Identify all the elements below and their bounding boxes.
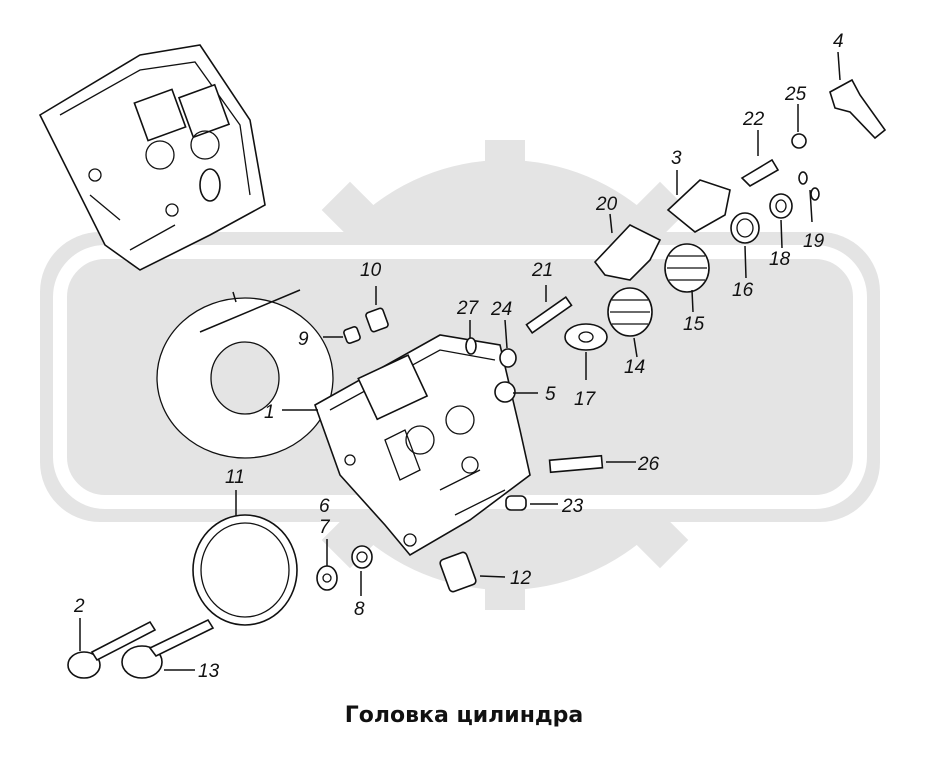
callout-4: 4 bbox=[833, 31, 844, 52]
callout-20: 20 bbox=[595, 194, 618, 215]
callout-7: 7 bbox=[319, 517, 331, 538]
callout-27: 27 bbox=[456, 298, 480, 319]
valves bbox=[67, 618, 215, 679]
callout-26: 26 bbox=[637, 454, 660, 475]
callout-12: 12 bbox=[510, 568, 532, 589]
callout-2: 2 bbox=[73, 596, 85, 617]
callout-5: 5 bbox=[545, 384, 556, 405]
cylinder-head-drawing bbox=[314, 334, 531, 557]
callout-9: 9 bbox=[298, 329, 309, 350]
assembled-head-drawing bbox=[38, 44, 266, 271]
callout-11: 11 bbox=[225, 467, 245, 488]
callout-1: 1 bbox=[264, 402, 275, 423]
gasket-disc bbox=[156, 289, 334, 459]
small-parts bbox=[316, 78, 887, 593]
callout-21: 21 bbox=[531, 260, 553, 281]
diagram-caption: Головка цилиндра bbox=[344, 703, 584, 728]
callout-18: 18 bbox=[769, 249, 791, 270]
callout-22: 22 bbox=[742, 109, 765, 130]
callout-19: 19 bbox=[803, 231, 825, 252]
callout-14: 14 bbox=[624, 357, 645, 378]
callout-10: 10 bbox=[360, 260, 382, 281]
leader-lines bbox=[79, 51, 841, 671]
callouts: 1 2 3 4 5 6 7 8 9 10 11 12 13 14 15 16 1… bbox=[73, 31, 844, 682]
callout-3: 3 bbox=[671, 148, 682, 169]
callout-23: 23 bbox=[561, 496, 584, 517]
callout-16: 16 bbox=[732, 280, 754, 301]
gasket-ring bbox=[192, 514, 298, 626]
callout-25: 25 bbox=[784, 84, 807, 105]
callout-24: 24 bbox=[490, 299, 512, 320]
callout-17: 17 bbox=[574, 389, 597, 410]
callout-13: 13 bbox=[198, 661, 220, 682]
callout-8: 8 bbox=[354, 599, 365, 620]
callout-6: 6 bbox=[319, 496, 330, 517]
callout-15: 15 bbox=[683, 314, 705, 335]
